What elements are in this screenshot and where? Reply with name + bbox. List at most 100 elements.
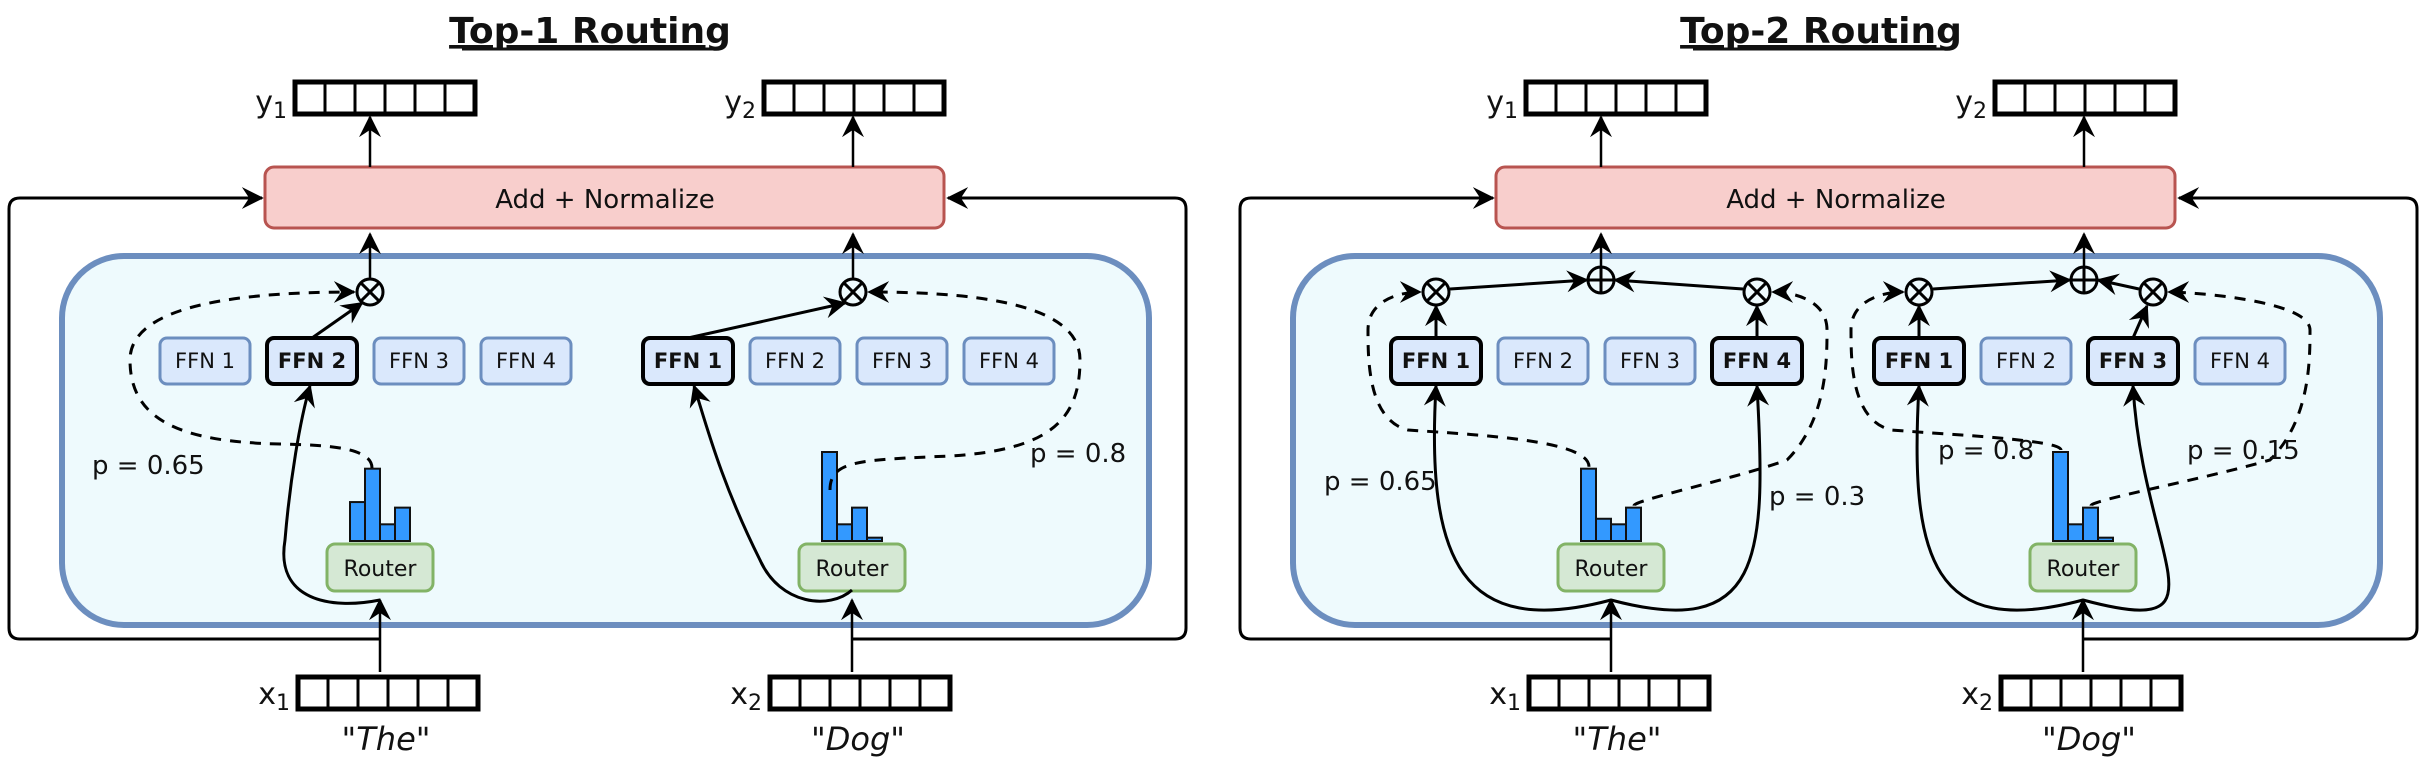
router-prob-bar — [2082, 506, 2099, 542]
routing-arrow — [282, 384, 381, 605]
expert-ffn-3: FFN 3 — [855, 336, 949, 386]
op-stroke — [1425, 281, 1447, 303]
expert-label: FFN 4 — [496, 349, 556, 373]
input-label: x2 — [730, 677, 762, 716]
add-icon — [2069, 265, 2099, 295]
add-normalize-label: Add + Normalize — [1726, 185, 1946, 215]
add-icon — [1586, 265, 1616, 295]
output-var: y — [1486, 85, 1504, 120]
output-vector — [761, 79, 947, 117]
expert-ffn-1: FFN 1 — [1389, 336, 1483, 386]
input-var: x — [1961, 677, 1979, 712]
expert-ffn-4: FFN 4 — [1710, 336, 1804, 386]
input-subscript: 1 — [1507, 691, 1521, 716]
add-normalize-block — [1494, 165, 2177, 230]
input-label: x2 — [1961, 677, 1993, 716]
gate-weight-arrow — [128, 281, 374, 469]
expert-label: FFN 2 — [1996, 349, 2056, 373]
op-stroke — [1746, 281, 1768, 303]
input-token-word: "The" — [1573, 720, 1662, 758]
input-vector — [1526, 674, 1712, 712]
input-token-word: "Dog" — [811, 720, 905, 758]
op-circle — [355, 277, 385, 307]
router-prob-bar — [866, 536, 883, 542]
output-subscript: 1 — [273, 99, 287, 124]
input-var: x — [1489, 677, 1507, 712]
op-circle — [2138, 277, 2168, 307]
router-prob-bar — [2052, 451, 2069, 542]
expert-box — [1979, 336, 2073, 386]
expert-box — [158, 336, 252, 386]
residual-connection-left — [7, 187, 380, 641]
expert-box — [479, 336, 573, 386]
expert-label: FFN 3 — [2099, 349, 2167, 373]
expert-label: FFN 4 — [979, 349, 1039, 373]
gate-probability-label: p = 0.3 — [1769, 482, 1865, 512]
expert-ffn-4: FFN 4 — [479, 336, 573, 386]
router-prob-bar — [1610, 523, 1627, 542]
input-label: x1 — [258, 677, 290, 716]
expert-label: FFN 3 — [872, 349, 932, 373]
weighted-output-arrow — [2096, 273, 2140, 296]
expert-ffn-1: FFN 1 — [1872, 336, 1966, 386]
router-label: Router — [344, 557, 418, 582]
output-label: y1 — [255, 85, 287, 124]
expert-label: FFN 3 — [1620, 349, 1680, 373]
expert-ffn-1: FFN 1 — [158, 336, 252, 386]
routing-arrow — [689, 384, 854, 603]
expert-label: FFN 2 — [1513, 349, 1573, 373]
expert-label: FFN 1 — [175, 349, 235, 373]
multiply-icon — [355, 277, 385, 307]
output-vector — [1523, 79, 1709, 117]
add-normalize-block — [263, 165, 946, 230]
gate-weight-arrow — [2089, 281, 2312, 508]
expert-ffn-3: FFN 3 — [372, 336, 466, 386]
routing-arrow — [1423, 384, 1612, 612]
expert-box — [372, 336, 466, 386]
expert-ffn-2: FFN 2 — [748, 336, 842, 386]
output-subscript: 2 — [742, 99, 756, 124]
gate-probability-label: p = 0.65 — [1324, 467, 1437, 497]
panel-title: Top-2 Routing — [1680, 11, 1962, 52]
router-prob-bar — [379, 523, 396, 542]
input-vector — [767, 674, 953, 712]
op-circle — [838, 277, 868, 307]
output-label: y2 — [724, 85, 756, 124]
gate-probability-label: p = 0.15 — [2187, 436, 2300, 466]
input-vector — [295, 674, 481, 712]
gate-probability-label: p = 0.8 — [1030, 439, 1126, 469]
input-var: x — [258, 677, 276, 712]
op-stroke — [1908, 281, 1930, 303]
router-prob-bar — [1625, 506, 1642, 542]
expert-ffn-3: FFN 3 — [2086, 336, 2180, 386]
router-label: Router — [2047, 557, 2121, 582]
input-label: x1 — [1489, 677, 1521, 716]
weighted-output-arrow — [1932, 270, 2072, 293]
weighted-output-arrow — [1449, 270, 1589, 293]
expert-label: FFN 1 — [1885, 349, 1953, 373]
panel-title: Top-1 Routing — [449, 11, 731, 52]
routing-arrow — [1906, 384, 2084, 612]
expert-box — [855, 336, 949, 386]
expert-ffn-2: FFN 2 — [265, 336, 359, 386]
router-prob-bar — [821, 451, 838, 542]
residual-connection-left — [1238, 187, 1611, 641]
router-prob-bar — [349, 501, 366, 542]
expert-ffn-4: FFN 4 — [2193, 336, 2287, 386]
add-normalize-label: Add + Normalize — [495, 185, 715, 215]
input-subscript: 2 — [1979, 691, 1993, 716]
expert-box — [2193, 336, 2287, 386]
op-stroke — [359, 281, 381, 303]
gate-weight-arrow — [1849, 281, 2063, 451]
multiply-icon — [838, 277, 868, 307]
router-label: Router — [816, 557, 890, 582]
router-block — [1556, 542, 1666, 593]
expert-output-arrow — [687, 296, 847, 340]
output-var: y — [255, 85, 273, 120]
op-stroke — [2142, 281, 2164, 303]
residual-connection-right — [2083, 187, 2419, 641]
